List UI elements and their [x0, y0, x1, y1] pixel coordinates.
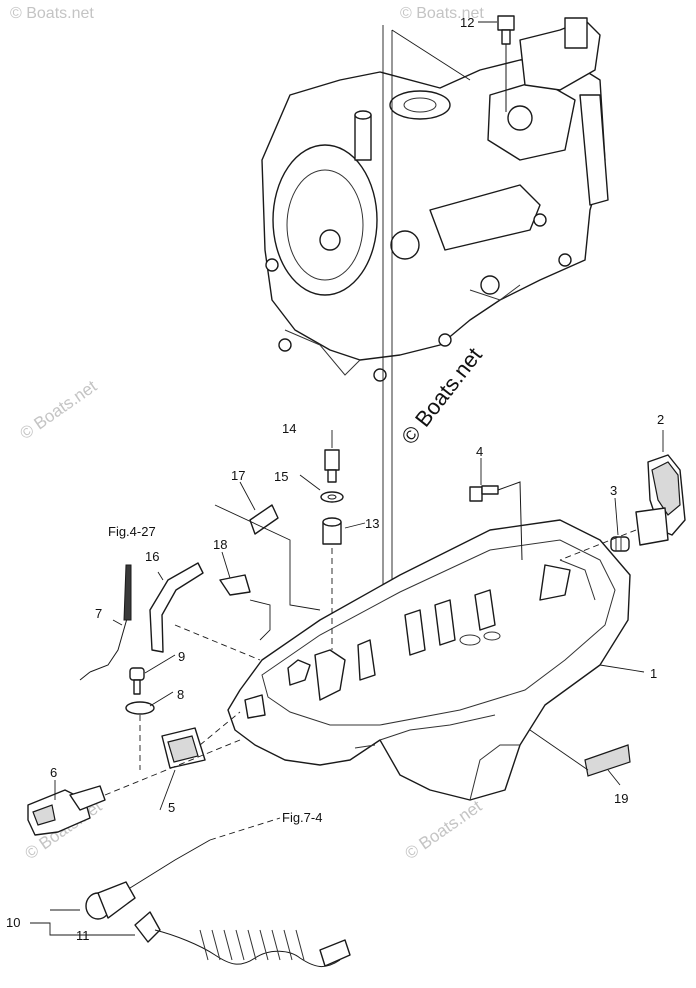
callout-8: 8 — [177, 687, 184, 702]
part-14-bolt — [324, 449, 340, 483]
callout-18: 18 — [213, 537, 227, 552]
callout-13: 13 — [365, 516, 379, 531]
part-12-bolt — [497, 15, 515, 112]
part-1-bottom-cowling — [227, 519, 631, 801]
callout-17: 17 — [231, 468, 245, 483]
part-3-spring — [610, 536, 630, 552]
part-15-washer — [320, 491, 344, 503]
part-6-stop-switch — [27, 785, 106, 836]
watermark-main: © Boats.net — [396, 343, 487, 449]
part-16-hose — [149, 562, 204, 653]
callout-10: 10 — [6, 915, 20, 930]
watermark-faint: © Boats.net — [400, 5, 484, 22]
ref-fig-4-27: Fig.4-27 — [108, 524, 156, 539]
part-5-switch-bracket — [161, 727, 206, 769]
callout-14: 14 — [282, 421, 296, 436]
part-9-screw — [129, 667, 145, 695]
callout-6: 6 — [50, 765, 57, 780]
part-17-grommet — [249, 504, 279, 535]
callout-19: 19 — [614, 791, 628, 806]
part-11-lanyard-cord — [134, 911, 351, 967]
watermark-faint: © Boats.net — [16, 376, 100, 443]
callout-11: 11 — [76, 928, 90, 943]
callout-9: 9 — [178, 649, 185, 664]
part-13-collar — [322, 517, 342, 545]
callout-1: 1 — [650, 666, 657, 681]
part-19-label — [584, 744, 631, 777]
callout-4: 4 — [476, 444, 483, 459]
part-2-lever — [635, 454, 686, 546]
ref-fig-7-4: Fig.7-4 — [282, 810, 322, 825]
part-4-bolt — [469, 481, 523, 561]
watermark-faint: © Boats.net — [401, 796, 485, 863]
engine-block — [261, 17, 609, 382]
callout-7: 7 — [95, 606, 102, 621]
callout-12: 12 — [460, 15, 474, 30]
part-18-clip — [219, 574, 251, 596]
watermark-faint: © Boats.net — [10, 5, 94, 22]
callout-3: 3 — [610, 483, 617, 498]
callout-16: 16 — [145, 549, 159, 564]
part-10-lanyard-clip — [85, 839, 211, 920]
part-7-wire — [79, 564, 132, 681]
callout-2: 2 — [657, 412, 664, 427]
callout-5: 5 — [168, 800, 175, 815]
part-8-washer — [125, 701, 155, 715]
callout-15: 15 — [274, 469, 288, 484]
